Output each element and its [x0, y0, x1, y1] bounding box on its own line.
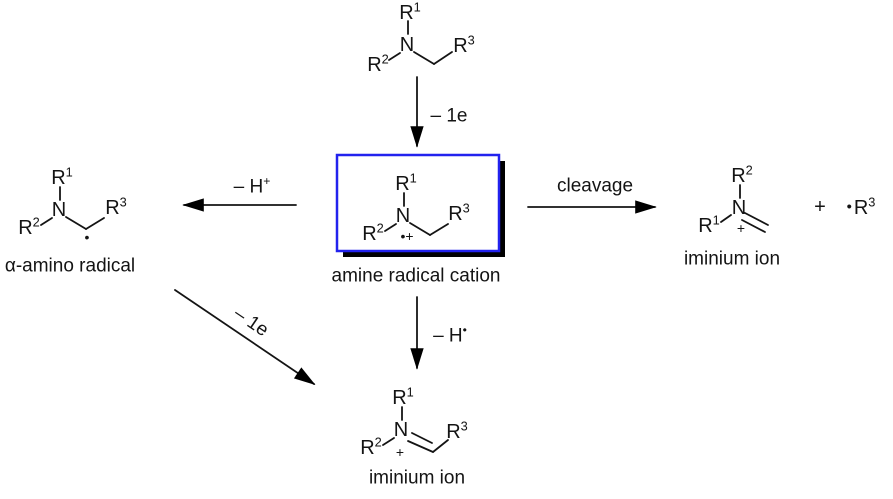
- amine-bonds: [388, 20, 453, 65]
- alpha-radical-r1: R1: [51, 165, 73, 189]
- double-bond-line: [741, 219, 766, 233]
- bond: [432, 439, 449, 453]
- iminium-bottom-nitrogen: N: [393, 419, 409, 441]
- r3-radical-fragment: •R3: [846, 195, 876, 219]
- r-sup: 2: [374, 434, 382, 450]
- r-base: R: [362, 223, 377, 245]
- double-bond-line: [411, 432, 433, 444]
- bonds-and-arrows: [40, 20, 769, 453]
- caption-amine-radical-cation: amine radical cation: [331, 265, 501, 287]
- amine-r3: R3: [453, 33, 475, 57]
- label-sup: •: [462, 323, 467, 338]
- r-sup: 3: [467, 32, 475, 48]
- bond: [40, 217, 53, 226]
- alpha-radical-nitrogen: N: [51, 199, 67, 221]
- iminium-right-bonds: [720, 184, 769, 233]
- r-sup: 1: [65, 164, 73, 180]
- r-sup: 3: [460, 418, 468, 434]
- r-sup: 3: [462, 200, 470, 216]
- iminium-right-nitrogen: N: [731, 197, 747, 219]
- r-base: R: [51, 167, 66, 189]
- iminium-bottom-r2: R2: [360, 435, 382, 459]
- iminium-right-r1: R1: [698, 213, 720, 237]
- iminium-right-charge: +: [736, 220, 746, 236]
- amine-r1: R1: [399, 0, 421, 24]
- double-bond-line: [744, 212, 769, 226]
- r-sup: 1: [406, 384, 414, 400]
- reaction-plus: +: [814, 196, 826, 218]
- iminium-bottom-r3: R3: [446, 419, 468, 443]
- r-base: R: [360, 437, 375, 459]
- amine-nitrogen: N: [399, 34, 415, 56]
- alpha-radical-r2: R2: [18, 215, 40, 239]
- arrow-label-ionization-top: – 1e: [430, 105, 468, 127]
- amine-radical-cation-bonds: [384, 192, 449, 236]
- r-base: R: [698, 215, 713, 237]
- bond: [384, 223, 397, 232]
- radical-cation-nitrogen: N: [395, 205, 411, 227]
- r-base: R: [448, 203, 463, 225]
- highlight-box: [335, 153, 501, 253]
- r-base: R: [453, 35, 468, 57]
- r-base: R: [18, 217, 33, 239]
- radical-cation-charge: •+: [400, 228, 414, 244]
- r-base: R: [853, 197, 869, 219]
- alpha-radical-r3: R3: [105, 195, 127, 219]
- alpha-amino-radical-bonds: [40, 186, 105, 230]
- amine-r2: R2: [367, 52, 389, 76]
- iminium-bottom-bonds: [382, 406, 449, 453]
- radical-dot: •: [846, 198, 854, 216]
- label-base: – H: [233, 176, 264, 198]
- radical-cation-r2: R2: [362, 221, 384, 245]
- r-base: R: [105, 197, 120, 219]
- radical-cation-r3: R3: [448, 201, 470, 225]
- r-base: R: [392, 387, 407, 409]
- double-bond-line: [407, 440, 434, 453]
- bond: [409, 222, 431, 236]
- bond: [65, 216, 87, 230]
- r-sup: 3: [868, 194, 876, 210]
- label-sup: +: [263, 174, 271, 189]
- bond: [85, 217, 105, 230]
- r-sup: 2: [381, 51, 389, 67]
- r-sup: 1: [409, 170, 417, 186]
- r-sup: 3: [119, 194, 127, 210]
- r-base: R: [367, 54, 382, 76]
- arrow-label-deprotonation-left: – H+: [233, 175, 271, 198]
- arrow-oxidation-diagonal: [174, 289, 316, 386]
- iminium-right-r2: R2: [731, 163, 753, 187]
- radical-cation-r1: R1: [395, 171, 417, 195]
- bond: [433, 51, 453, 65]
- caption-alpha-amino-radical: α-amino radical: [4, 255, 136, 277]
- caption-iminium-ion-right: iminium ion: [683, 248, 781, 270]
- caption-iminium-ion-bottom: iminium ion: [368, 467, 466, 489]
- r-sup: 2: [376, 220, 384, 236]
- iminium-bottom-charge: +: [395, 444, 405, 460]
- alpha-radical-dot: •: [84, 229, 90, 245]
- iminium-bottom-r1: R1: [392, 385, 414, 409]
- bond: [382, 437, 395, 446]
- label-base: – H: [433, 325, 463, 347]
- bond: [413, 51, 435, 65]
- r-base: R: [395, 173, 410, 195]
- r-sup: 2: [745, 162, 753, 178]
- bond: [720, 214, 732, 223]
- r-sup: 1: [712, 212, 720, 228]
- r-base: R: [399, 2, 414, 24]
- arrow-label-cleavage: cleavage: [556, 175, 634, 197]
- r-sup: 2: [32, 214, 40, 230]
- arrow-label-h-abstraction: – H•: [433, 324, 467, 347]
- r-sup: 1: [413, 0, 421, 15]
- bond: [388, 52, 401, 61]
- bond: [429, 223, 449, 236]
- r-base: R: [446, 421, 461, 443]
- r-base: R: [731, 165, 746, 187]
